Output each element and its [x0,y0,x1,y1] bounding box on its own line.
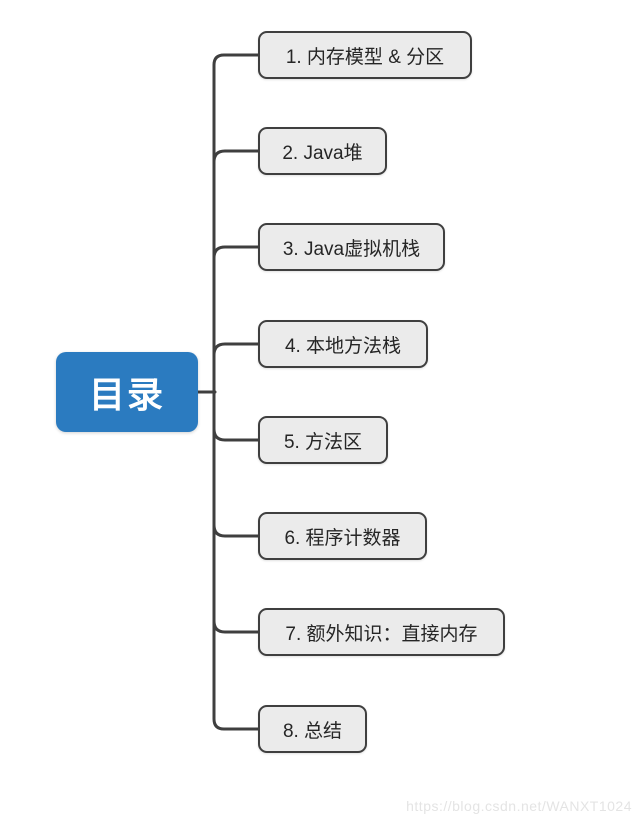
topic-node-7[interactable]: 7. 额外知识：直接内存 [258,608,505,656]
connector-branch-4 [212,342,262,357]
connector-trunk [212,53,262,731]
root-topic-label: 目录 [88,374,165,415]
connector-branch-6 [212,523,262,538]
topic-label: 3. Java虚拟机栈 [282,238,421,260]
topic-node-1[interactable]: 1. 内存模型 & 分区 [258,31,472,79]
watermark-text: https://blog.csdn.net/WANXT1024 [406,798,632,814]
topic-node-6[interactable]: 6. 程序计数器 [258,512,427,560]
topic-label: 2. Java堆 [282,142,363,164]
topic-label: 7. 额外知识：直接内存 [285,623,478,645]
topic-node-8[interactable]: 8. 总结 [258,705,367,753]
topic-label: 8. 总结 [282,720,343,742]
connector-branch-5 [212,427,262,442]
topic-label: 4. 本地方法栈 [284,335,402,357]
topic-node-2[interactable]: 2. Java堆 [258,127,387,175]
connector-branch-3 [212,245,262,260]
connector-branch-2 [212,149,262,164]
topic-node-3[interactable]: 3. Java虚拟机栈 [258,223,445,271]
topic-label: 1. 内存模型 & 分区 [285,46,445,68]
connector-branch-7 [212,619,262,634]
topic-node-5[interactable]: 5. 方法区 [258,416,388,464]
topic-label: 6. 程序计数器 [284,527,401,549]
topic-node-4[interactable]: 4. 本地方法栈 [258,320,428,368]
root-topic-node[interactable]: 目录 [56,352,198,432]
topic-label: 5. 方法区 [283,431,363,453]
